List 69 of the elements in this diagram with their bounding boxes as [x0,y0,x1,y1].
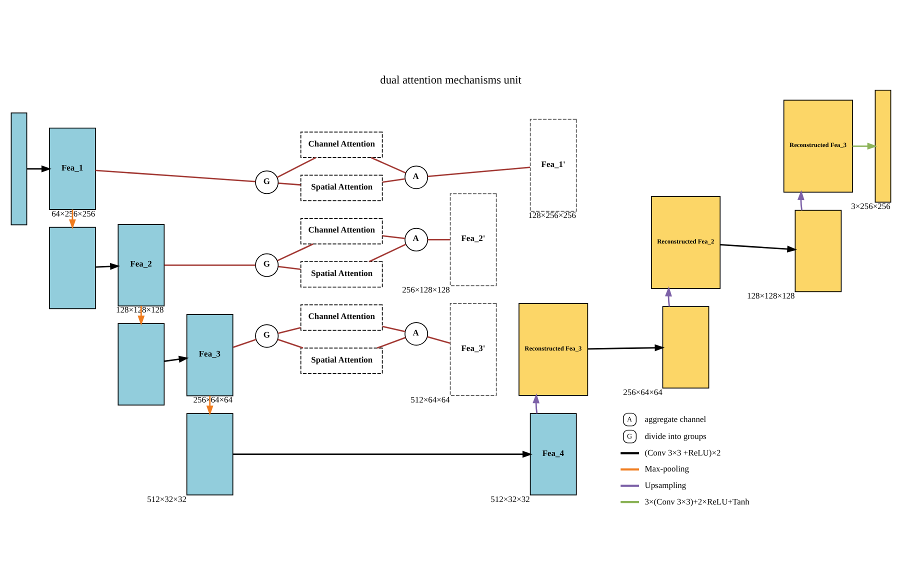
arrow [26,165,52,172]
node-label: 512×64×64 [410,394,450,404]
node-box: Spatial Attention [300,348,383,374]
legend-label: aggregate channel [644,414,706,424]
node-box [118,323,165,406]
legend-label: (Conv 3×3 +ReLU)×2 [644,447,721,458]
node-label: 512×32×32 [147,494,186,504]
legend-label: divide into groups [644,430,706,441]
legend-label: Max-pooling [644,464,690,474]
arrow [588,344,665,352]
node-label: 3×256×256 [851,200,890,211]
node-label: 128×256×256 [528,210,576,220]
arrow [797,190,804,210]
node-box: Spatial Attention [300,174,383,202]
connector [278,338,304,349]
node-box: Fea_3' [450,303,497,396]
connector [276,156,316,178]
node-box [662,306,710,388]
node-label: 128×128×128 [747,290,795,301]
node-box: Fea_1' [530,118,577,212]
connector [95,170,256,182]
arrow [164,356,189,363]
arrow [720,244,798,252]
connector [382,235,405,240]
diagram-title: dual attention mechanisms unit [380,74,522,87]
node-bar [874,90,892,203]
arrow [232,450,532,458]
node-box: Fea_2 [118,224,165,306]
connector [278,182,301,186]
connector [164,264,256,266]
arrow [532,393,540,414]
node-box: Channel Attention [300,218,383,244]
connector [369,244,406,262]
node-label: 512×32×32 [490,494,530,504]
node-box: Fea_1 [49,128,96,210]
connector [278,266,301,270]
node-box: Fea_4 [530,413,577,496]
node-box: Spatial Attention [300,261,383,288]
connector [428,238,450,240]
arrow [852,142,878,150]
node-bar [10,112,28,226]
connector [428,166,530,178]
connector [382,178,405,183]
arrow [96,262,120,270]
arrow [665,286,672,307]
connector [278,327,301,334]
connector [376,336,406,349]
connector [427,336,450,344]
node-label: 256×128×128 [402,284,450,295]
node-box: Channel Attention [300,132,383,158]
node-circle: A [404,322,428,346]
connector [232,338,256,348]
node-box: Fea_3 [186,314,234,396]
connector [370,156,406,174]
node-circle: G [255,253,279,277]
node-circle: G [255,324,279,348]
node-box [49,226,96,310]
legend-label: Upsampling [644,480,686,490]
connector [277,243,314,262]
node-box [186,413,234,496]
node-box: Channel Attention [300,304,383,331]
node-label: 256×64×64 [623,386,662,397]
node-circle: A [404,228,428,252]
connector [382,326,406,332]
node-circle: A [404,166,428,190]
node-box: Fea_2' [450,193,497,286]
node-box [794,210,842,292]
legend-label: 3×(Conv 3×3)+2×ReLU+Tanh [644,496,750,506]
node-circle: G [255,170,279,194]
